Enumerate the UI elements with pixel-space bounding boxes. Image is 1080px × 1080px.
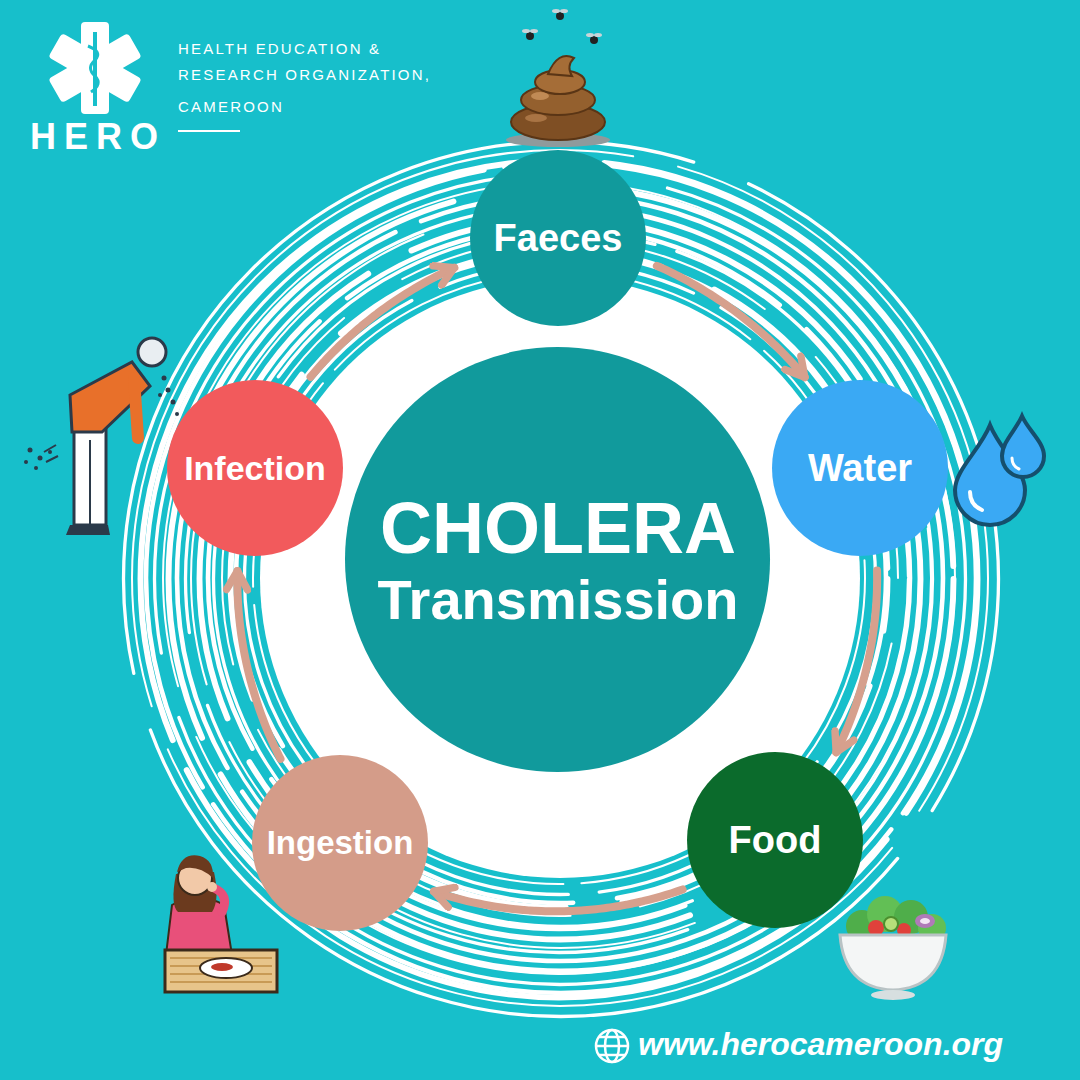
organization-name: HEALTH EDUCATION & RESEARCH ORGANIZATION… <box>178 36 478 89</box>
center-circle: CHOLERATransmission <box>345 347 770 772</box>
logo-wordmark: HERO <box>30 116 166 157</box>
faeces-icon <box>590 36 598 44</box>
salad-icon <box>840 896 946 1000</box>
sick-person-icon <box>24 376 179 471</box>
cycle-arrow <box>434 889 683 911</box>
water-drops-icon <box>955 416 1044 525</box>
faeces-icon <box>522 9 602 37</box>
eating-person-icon <box>214 888 225 912</box>
logo-star <box>88 46 98 92</box>
cycle-arrow <box>836 571 877 753</box>
stage-circle: Water <box>772 380 948 556</box>
globe-icon <box>596 1030 628 1062</box>
sick-person-icon <box>89 440 91 525</box>
sick-person-icon <box>138 338 166 366</box>
stage-label: Ingestion <box>267 825 414 862</box>
faeces-icon <box>556 12 564 20</box>
node-text-group: Water <box>808 447 912 490</box>
sick-person-icon <box>24 338 179 535</box>
salad-icon <box>884 917 898 931</box>
faeces-icon <box>560 9 568 13</box>
stage-circle: Infection <box>167 380 343 556</box>
sick-person-icon <box>38 456 43 461</box>
sick-person-icon <box>66 525 110 535</box>
salad-icon <box>920 918 930 924</box>
faeces-icon <box>522 29 530 33</box>
node-text-group: Infection <box>184 449 326 487</box>
globe-icon <box>599 1037 625 1055</box>
logo-star <box>93 32 97 106</box>
website-url: www.herocameroon.org <box>638 1026 1003 1063</box>
center-subheading: Transmission <box>377 569 738 632</box>
faeces-icon <box>525 114 547 122</box>
organization-country: CAMEROON <box>178 98 284 115</box>
swirl-ring <box>132 150 988 1006</box>
sick-person-icon <box>74 425 106 525</box>
swirl-ring <box>124 142 999 1017</box>
salad-icon <box>871 990 915 1000</box>
eating-person-icon <box>165 950 277 992</box>
stage-label: Food <box>729 819 822 862</box>
circle-shape <box>345 347 770 772</box>
sick-person-icon <box>28 448 33 453</box>
node-text-group: CHOLERATransmission <box>377 488 738 631</box>
eating-person-icon <box>207 882 217 892</box>
stage-label: Infection <box>184 449 326 487</box>
swirl-ring <box>208 227 910 929</box>
globe-icon <box>596 1045 628 1048</box>
eating-person-icon <box>200 958 252 978</box>
sick-person-icon <box>158 393 162 397</box>
stage-label: Faeces <box>494 217 623 260</box>
swirl-ring <box>124 142 999 1017</box>
faeces-icon <box>594 33 602 37</box>
node-text-group: Faeces <box>494 217 623 260</box>
faeces-icon <box>530 29 538 33</box>
sick-person-icon <box>166 388 171 393</box>
salad-icon <box>840 935 946 990</box>
faeces-icon <box>586 33 594 37</box>
eating-person-icon <box>211 963 233 971</box>
node-text-group: Food <box>729 819 822 862</box>
circle-shape <box>772 380 948 556</box>
faeces-icon <box>526 32 534 40</box>
circle-shape <box>687 752 863 928</box>
globe-icon <box>596 1030 628 1062</box>
cycle-arrow <box>657 266 805 377</box>
node-text-group: Ingestion <box>267 825 414 862</box>
cycle-arrow <box>311 268 455 377</box>
stage-circle: Faeces <box>470 150 646 326</box>
faeces-icon <box>548 56 574 76</box>
circle-shape <box>252 755 428 931</box>
sick-person-icon <box>134 378 138 438</box>
sick-person-icon <box>171 400 176 405</box>
logo-star <box>48 22 142 114</box>
faeces-icon <box>526 12 598 44</box>
water-drops-icon <box>970 492 982 510</box>
faeces-icon <box>531 92 549 100</box>
water-drops-icon <box>1002 416 1044 477</box>
eating-person-icon <box>170 958 272 982</box>
faeces-icon <box>506 9 610 147</box>
stage-circle: Ingestion <box>252 755 428 931</box>
circle-shape <box>167 380 343 556</box>
swirl-ring <box>200 219 921 940</box>
sick-person-icon <box>175 412 179 416</box>
eating-person-icon <box>177 855 213 878</box>
stage-label: Water <box>808 447 912 490</box>
center-heading: CHOLERA <box>380 488 736 569</box>
cycle-arrow <box>237 571 280 759</box>
logo-rule <box>178 130 240 132</box>
sick-person-icon <box>44 445 58 462</box>
faeces-icon <box>552 9 560 13</box>
sick-person-icon <box>48 450 52 454</box>
water-drops-icon <box>1012 458 1019 469</box>
stage-circle: Food <box>687 752 863 928</box>
sick-person-icon <box>34 466 38 470</box>
sick-person-icon <box>24 460 28 464</box>
sick-person-icon <box>162 376 167 381</box>
circle-shape <box>470 150 646 326</box>
salad-icon <box>915 914 935 928</box>
